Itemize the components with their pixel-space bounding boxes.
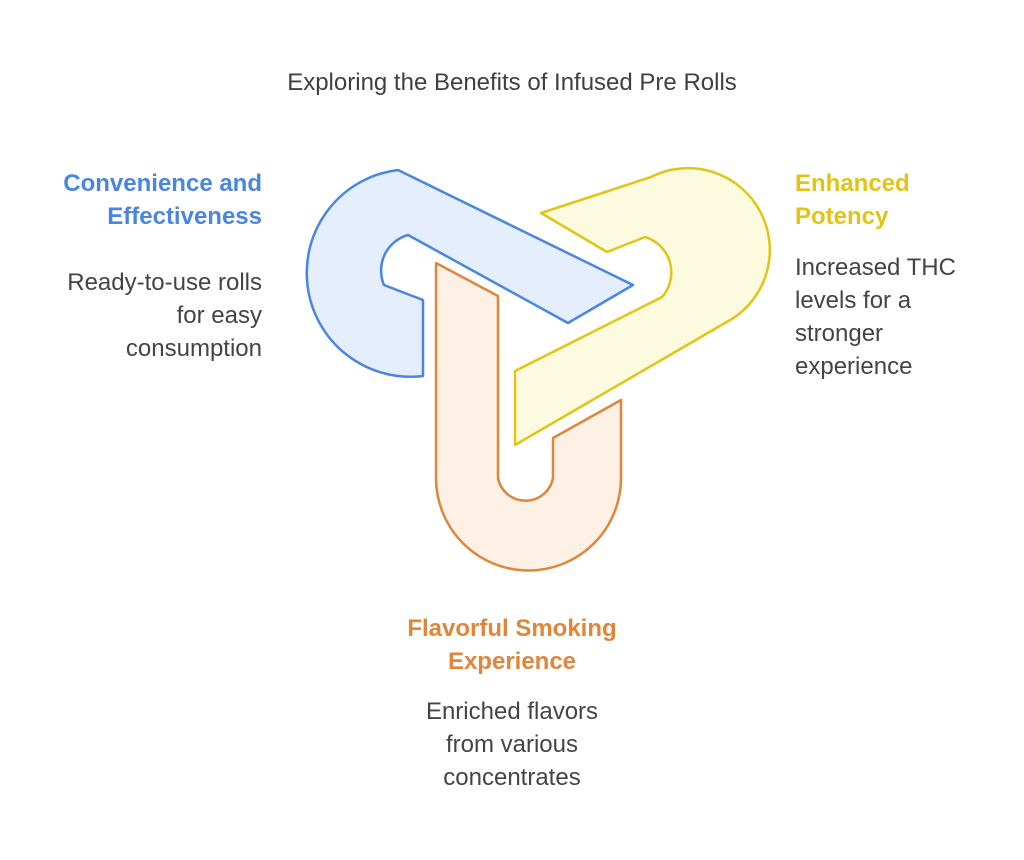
flavor-heading: Flavorful Smoking Experience (407, 615, 617, 675)
blue-loop (305, 168, 635, 378)
yellow-loop (513, 166, 772, 447)
convenience-description: Ready-to-use rolls for easy consumption (67, 269, 262, 362)
flavor-description: Enriched flavors from various concentrat… (425, 698, 599, 791)
convenience-heading: Convenience and Effectiveness (63, 170, 262, 230)
potency-description: Increased THC levels for a stronger expe… (795, 254, 956, 380)
orange-loop (434, 261, 623, 572)
diagram-title: Exploring the Benefits of Infused Pre Ro… (287, 69, 737, 96)
potency-heading: Enhanced Potency (795, 170, 910, 230)
